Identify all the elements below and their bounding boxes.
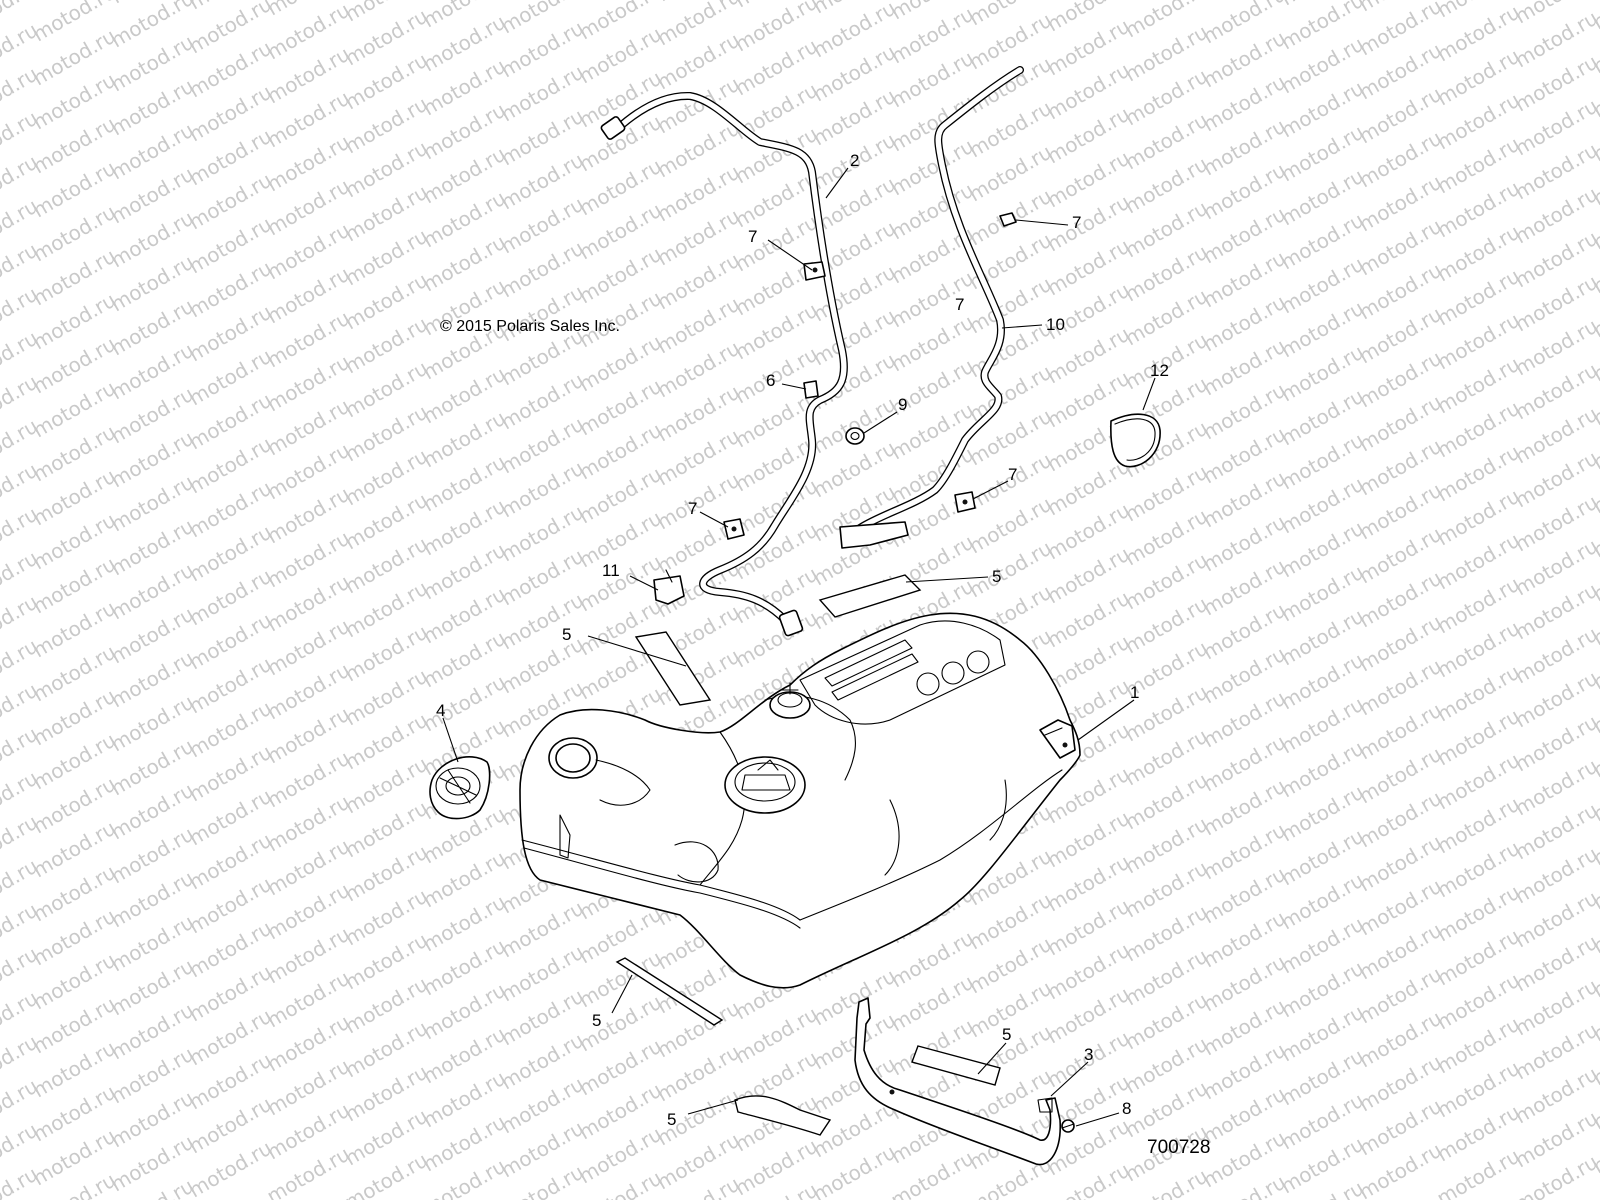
clip-7a (999, 212, 1017, 227)
callout-5: 5 (992, 567, 1001, 586)
clip-7e (954, 491, 976, 513)
seal-12 (1110, 413, 1161, 468)
callout-labels: 2 7 7 7 10 12 6 9 7 7 11 5 5 1 4 5 5 3 5… (436, 151, 1169, 1129)
leader-lines (442, 167, 1156, 1127)
callout-7: 7 (1008, 465, 1017, 484)
callout-9: 9 (898, 395, 907, 414)
bolt-8 (1061, 1119, 1075, 1133)
callout-4: 4 (436, 701, 445, 720)
callout-2: 2 (850, 151, 859, 170)
callout-11: 11 (602, 561, 620, 580)
callout-5: 5 (1002, 1025, 1011, 1044)
callout-5: 5 (592, 1011, 601, 1030)
pad-5-strap (911, 1045, 1001, 1086)
callout-6: 6 (766, 371, 775, 390)
pad-5-top (818, 574, 922, 618)
watermark-text: motod.ru (1589, 0, 1600, 34)
callout-7: 7 (688, 499, 697, 518)
clip-7b (803, 261, 826, 281)
strap-3 (854, 997, 1061, 1166)
fuel-tank-1 (519, 612, 1081, 989)
drawing-number: 700728 (1147, 1137, 1211, 1158)
pad-5-bottom (734, 1095, 832, 1136)
copyright-notice: © 2015 Polaris Sales Inc. (440, 318, 620, 335)
callout-7: 7 (955, 295, 964, 314)
clamp-6 (803, 380, 819, 399)
pad-5-bottom-left (615, 957, 724, 1026)
callout-5: 5 (667, 1110, 676, 1129)
clip-7d (723, 518, 745, 540)
vent-hose-10 (839, 66, 1024, 549)
pad-5-left (634, 631, 712, 706)
callout-10: 10 (1046, 315, 1065, 334)
callout-3: 3 (1084, 1045, 1093, 1064)
callout-8: 8 (1122, 1099, 1131, 1118)
clamp-9 (845, 427, 865, 445)
callout-1: 1 (1130, 683, 1139, 702)
callout-5: 5 (562, 625, 571, 644)
vent-hose-2 (600, 91, 848, 637)
callout-12: 12 (1150, 361, 1169, 380)
callout-7: 7 (748, 227, 757, 246)
callout-7: 7 (1072, 213, 1081, 232)
bracket-11 (653, 569, 685, 605)
fuel-cap-4 (429, 756, 491, 820)
